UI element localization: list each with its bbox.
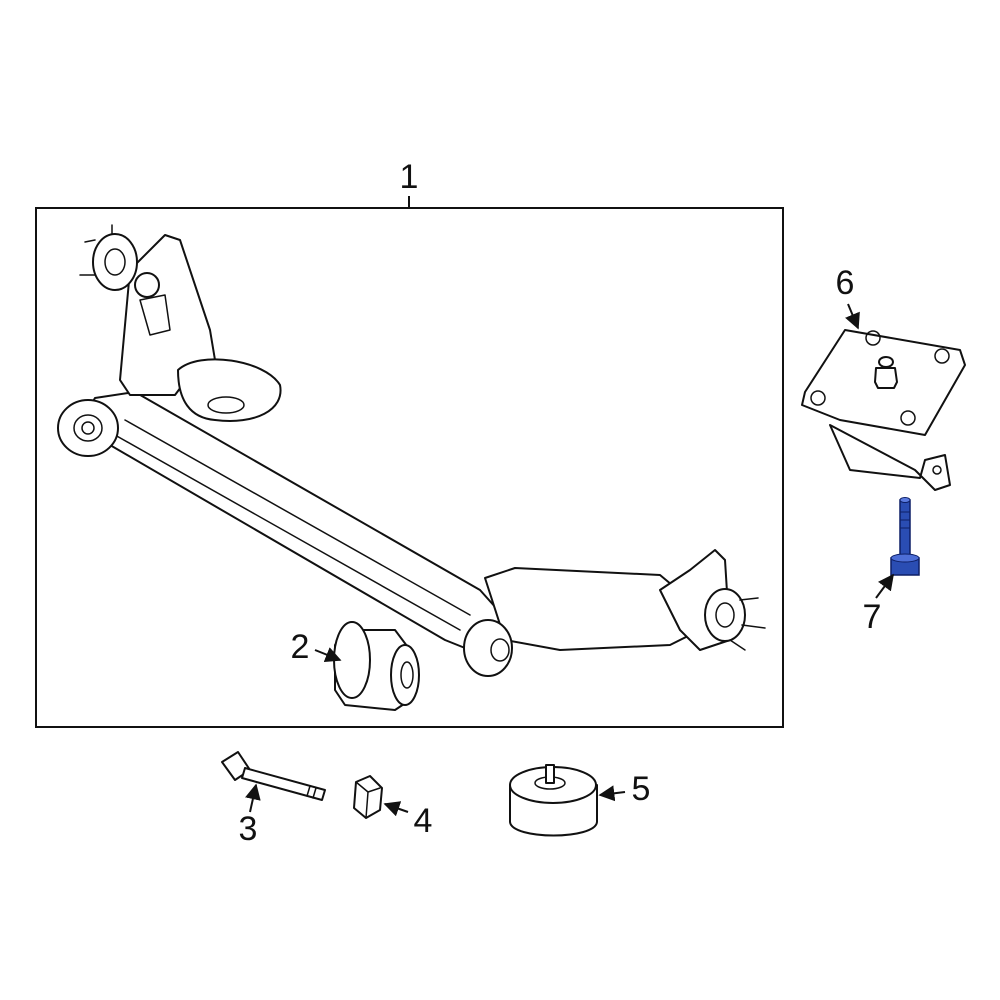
callout-6[interactable]: 6 — [836, 264, 855, 302]
nut[interactable] — [353, 775, 383, 819]
callout-1[interactable]: 1 — [400, 158, 419, 196]
spring-insulator[interactable] — [509, 764, 598, 837]
bolt[interactable] — [221, 751, 326, 801]
callout-5[interactable]: 5 — [632, 770, 651, 808]
callout-6-arrow — [845, 303, 860, 330]
mounting-bracket[interactable] — [801, 329, 966, 491]
callout-5-arrow — [598, 785, 626, 802]
callout-3-arrow — [245, 783, 261, 813]
callout-4-arrow — [383, 801, 409, 817]
callout-4[interactable]: 4 — [414, 802, 433, 840]
callout-7-arrow — [875, 573, 894, 599]
callout-2-arrow — [314, 647, 342, 663]
axle-bushing[interactable] — [333, 621, 420, 711]
rear-axle-beam[interactable] — [57, 224, 766, 677]
callout-2[interactable]: 2 — [291, 628, 310, 666]
callout-3[interactable]: 3 — [239, 810, 258, 848]
highlighted-bolt[interactable] — [890, 497, 920, 576]
axle-assembly-frame — [35, 207, 784, 728]
callout-7[interactable]: 7 — [863, 598, 882, 636]
